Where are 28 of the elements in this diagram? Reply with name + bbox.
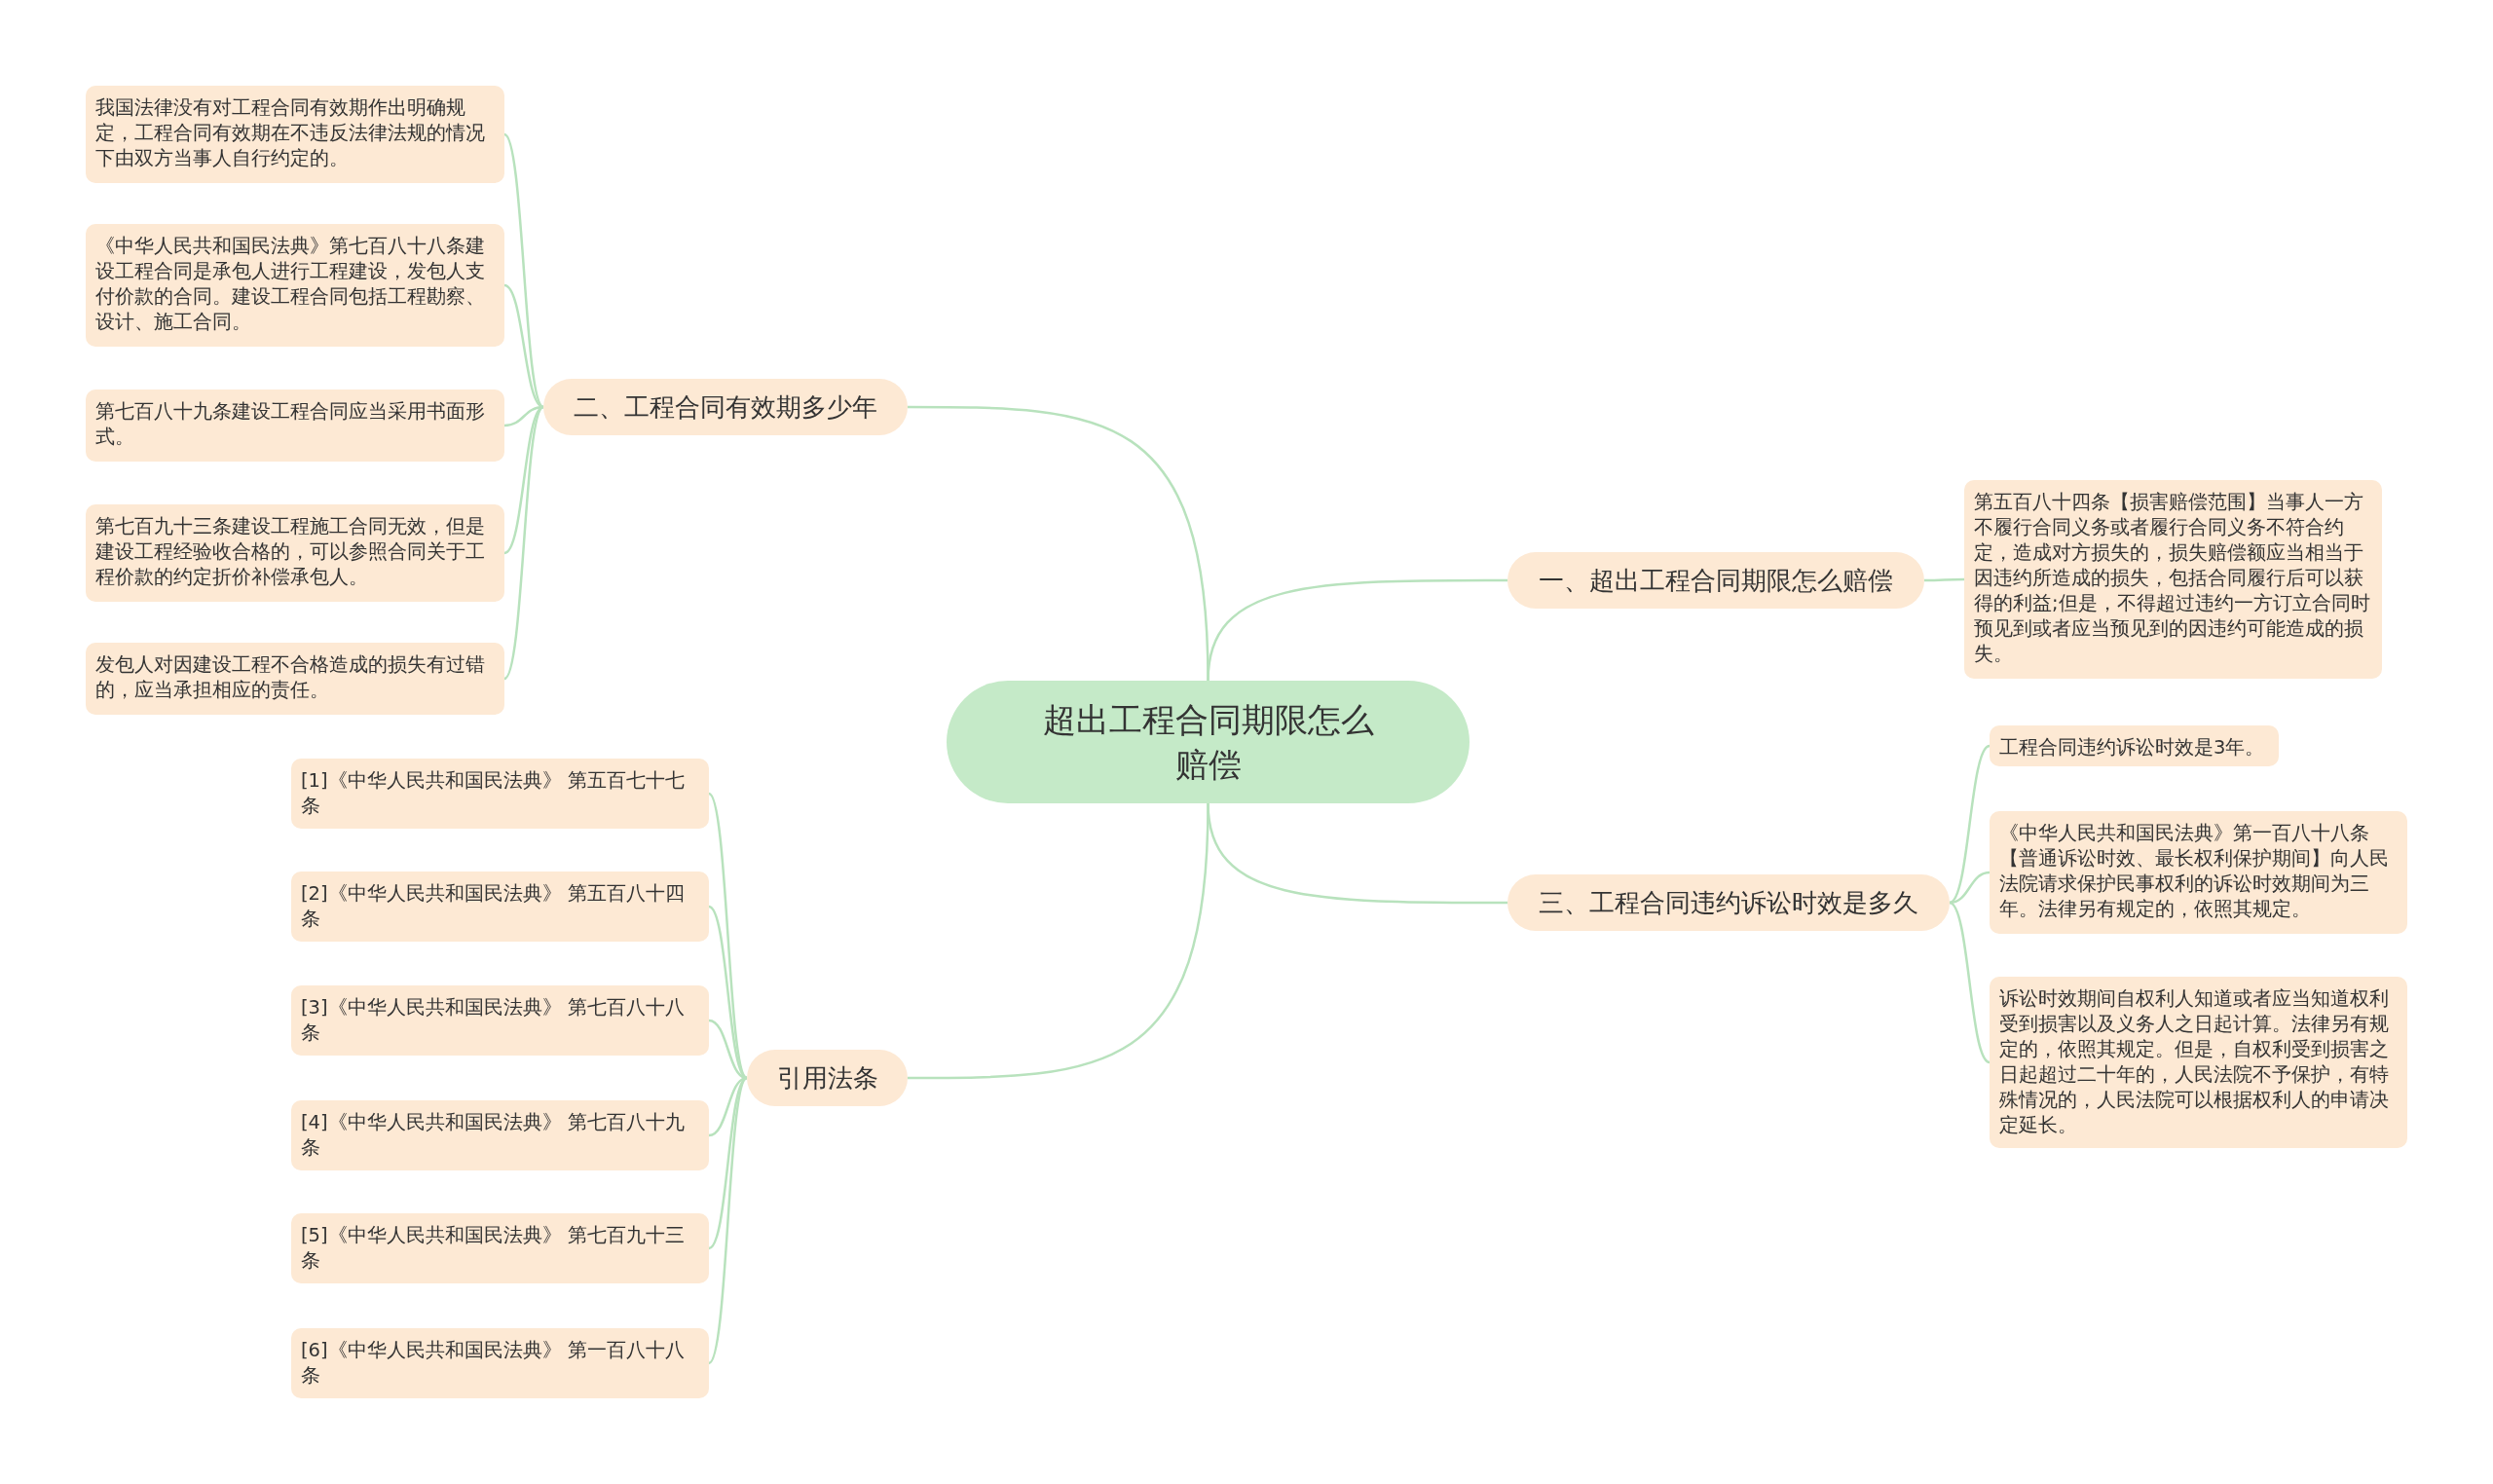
branch-topic: 二、工程合同有效期多少年	[543, 379, 908, 435]
branch-topic: 一、超出工程合同期限怎么赔偿	[1507, 552, 1924, 609]
detail-note: [2]《中华人民共和国民法典》 第五百八十四条	[291, 872, 709, 942]
detail-note: 第七百八十九条建设工程合同应当采用书面形式。	[86, 390, 504, 462]
connector-line	[1207, 578, 1507, 682]
detail-note: 第七百九十三条建设工程施工合同无效，但是建设工程经验收合格的，可以参照合同关于工程价款的约定折价补偿承包人。	[86, 504, 504, 602]
branch-topic: 三、工程合同违约诉讼时效是多久	[1507, 874, 1950, 931]
branch-topic: 引用法条	[747, 1050, 908, 1106]
detail-note: 诉讼时效期间自权利人知道或者应当知道权利受到损害以及义务人之日起计算。法律另有规定的，依照其规定。但是，自权利受到损害之日起超过二十年的，人民法院不予保护，有特殊情况的，人民法院可以根据权利人的申请决定延长。	[1990, 977, 2407, 1148]
detail-note: [3]《中华人民共和国民法典》 第七百八十八条	[291, 985, 709, 1056]
detail-note: 《中华人民共和国民法典》第七百八十八条建设工程合同是承包人进行工程建设，发包人支付价款的合同。建设工程合同包括工程勘察、设计、施工合同。	[86, 224, 504, 347]
connector-line	[503, 133, 544, 408]
connector-line	[1207, 802, 1507, 905]
detail-note: [4]《中华人民共和国民法典》 第七百八十九条	[291, 1100, 709, 1170]
detail-note: 《中华人民共和国民法典》第一百八十八条【普通诉讼时效、最长权利保护期间】向人民法院请求保护民事权利的诉讼时效期间为三年。法律另有规定的，依照其规定。	[1990, 811, 2407, 934]
connector-line	[1949, 744, 1991, 905]
detail-note: [1]《中华人民共和国民法典》 第五百七十七条	[291, 759, 709, 829]
detail-note: [5]《中华人民共和国民法典》 第七百九十三条	[291, 1213, 709, 1283]
connector-line	[1949, 901, 1991, 1064]
detail-note: [6]《中华人民共和国民法典》 第一百八十八条	[291, 1328, 709, 1398]
detail-note: 工程合同违约诉讼时效是3年。	[1990, 725, 2279, 766]
connector-line	[708, 1077, 748, 1364]
connector-line	[503, 406, 544, 680]
detail-note: 我国法律没有对工程合同有效期作出明确规定，工程合同有效期在不违反法律法规的情况下由双方当事人自行约定的。	[86, 86, 504, 183]
connector-line	[1924, 577, 1964, 582]
detail-note: 第五百八十四条【损害赔偿范围】当事人一方不履行合同义务或者履行合同义务不符合约定，造成对方损失的，损失赔偿额应当相当于因违约所造成的损失，包括合同履行后可以获得的利益;但是，不得超过违约一方订立合同时预见到或者应当预见到的因违约可能造成的损失。	[1964, 480, 2382, 679]
central-topic: 超出工程合同期限怎么赔偿	[947, 681, 1470, 803]
detail-note: 发包人对因建设工程不合格造成的损失有过错的，应当承担相应的责任。	[86, 643, 504, 715]
